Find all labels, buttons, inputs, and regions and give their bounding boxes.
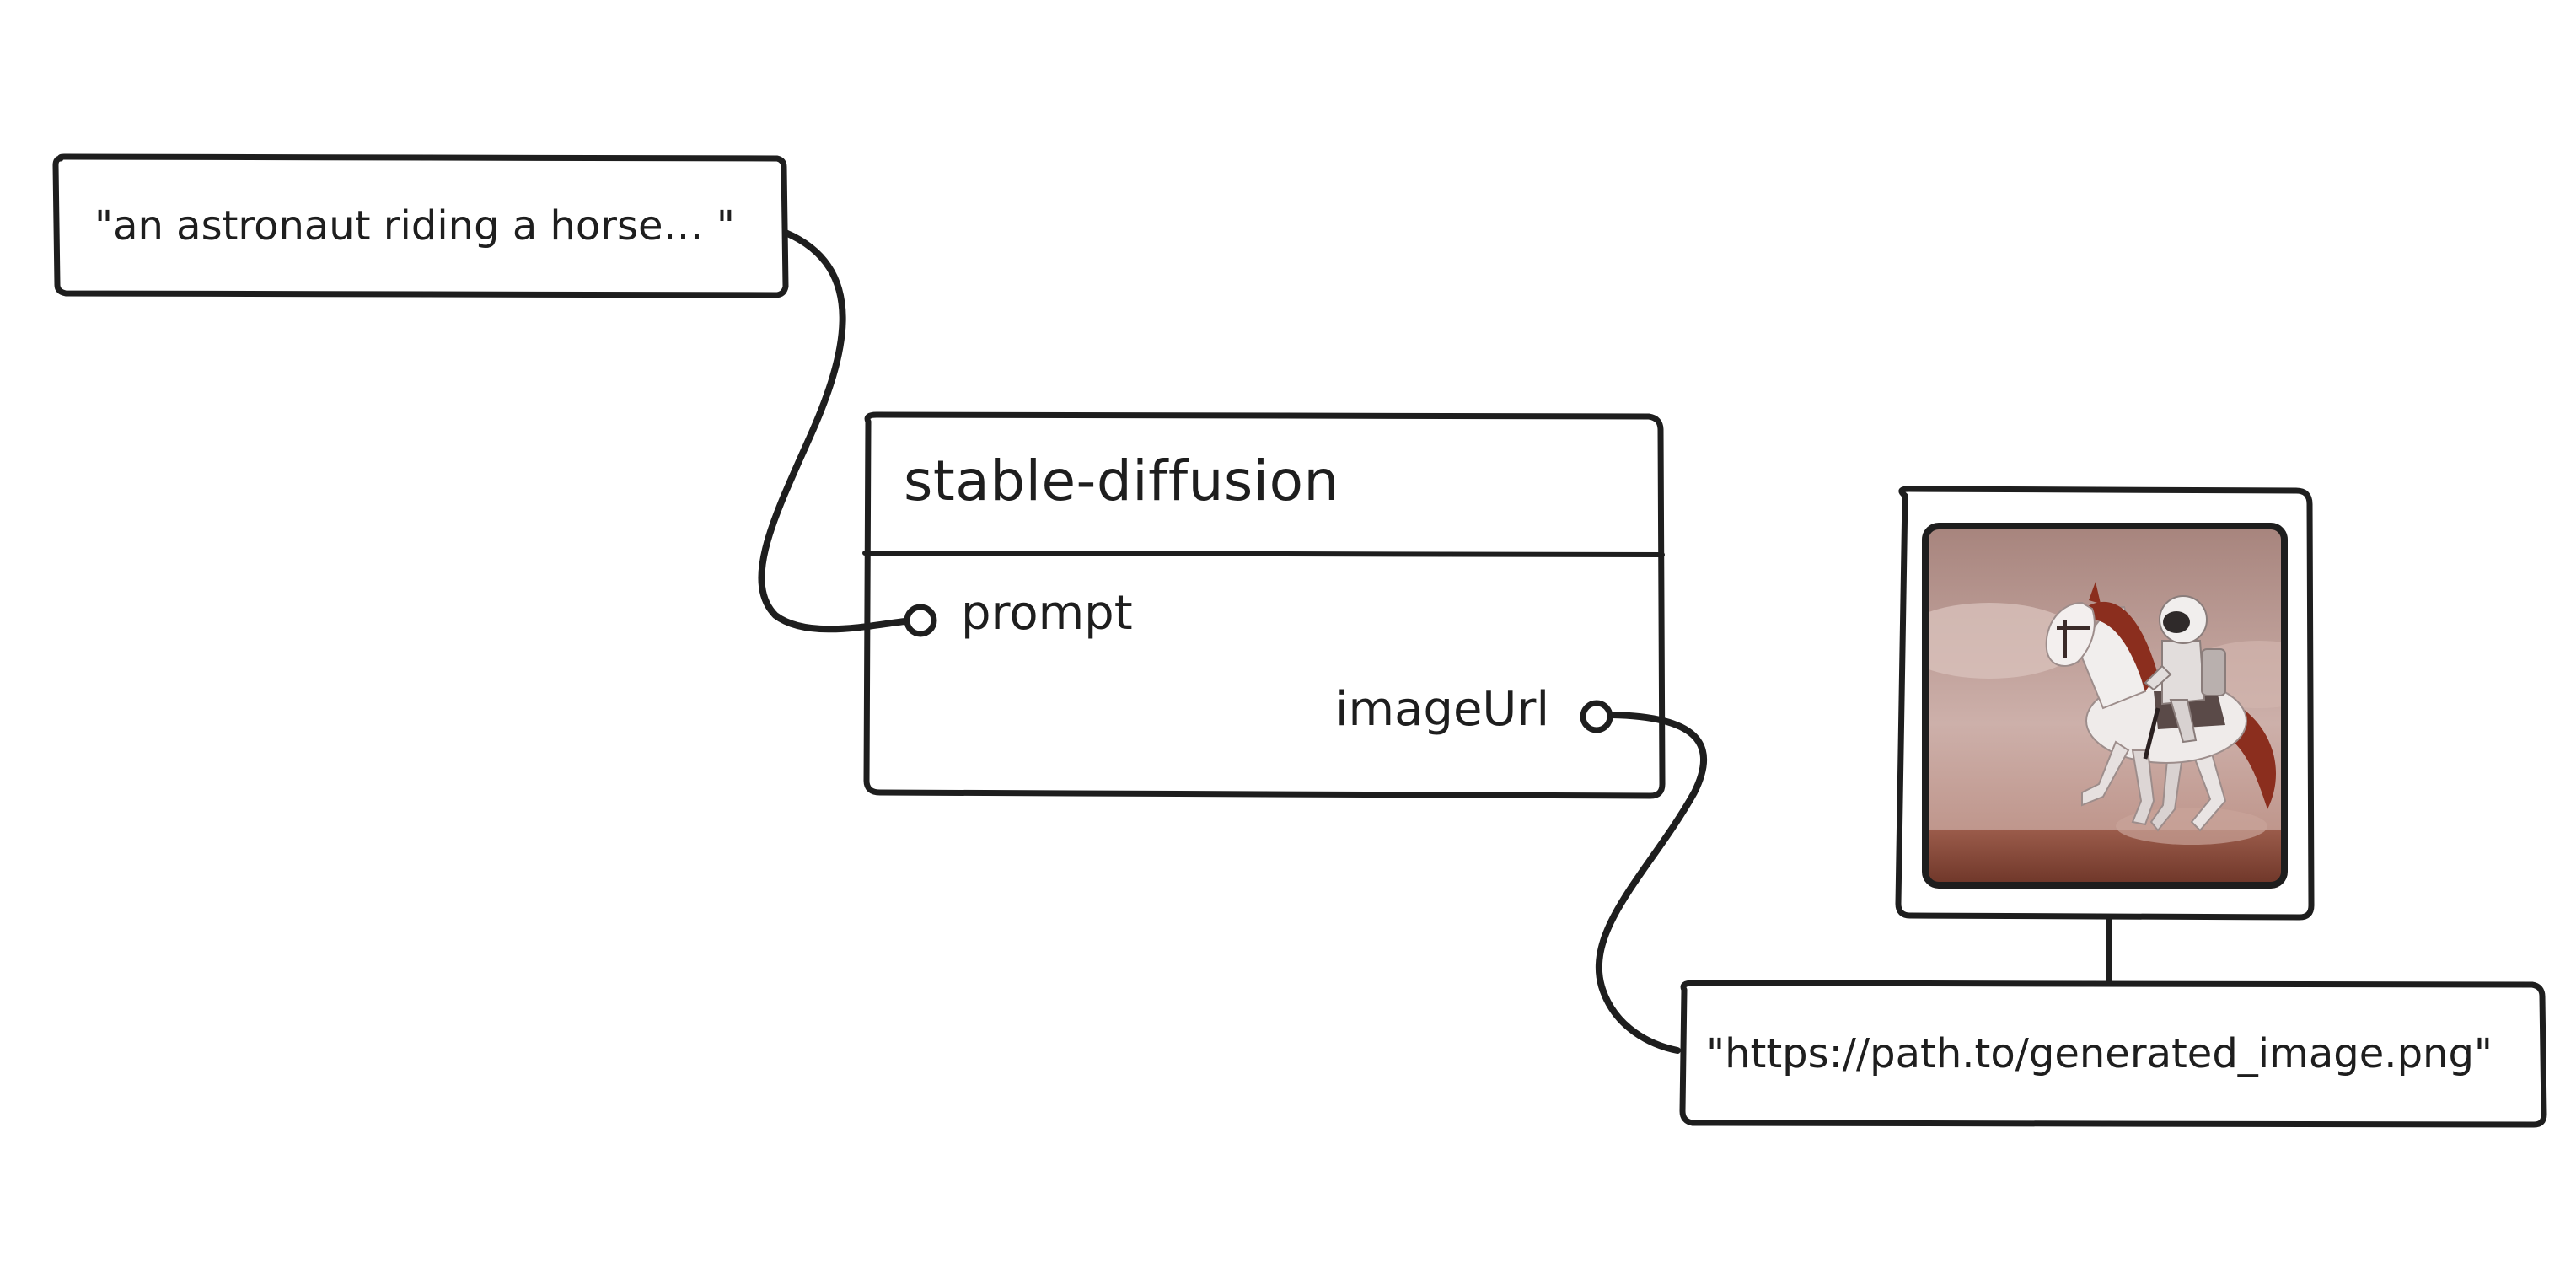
output-value-node[interactable] <box>1679 980 2547 1128</box>
output-value-text: "https://path.to/generated_image.png" <box>1706 1030 2493 1077</box>
imageurl-output-label: imageUrl <box>1335 682 1549 737</box>
wire-imageurl-to-output <box>1595 712 1708 1054</box>
prompt-input-label: prompt <box>961 586 1133 641</box>
node-header-divider <box>862 551 1665 557</box>
imageurl-output-port[interactable] <box>1580 700 1613 733</box>
generated-image <box>1925 526 2284 885</box>
stable-diffusion-title: stable-diffusion <box>904 449 1339 513</box>
prompt-input-port[interactable] <box>904 604 937 637</box>
astronaut-illustration <box>2144 595 2226 744</box>
horse-illustration <box>2045 582 2276 832</box>
stable-diffusion-node[interactable] <box>862 411 1666 799</box>
generated-image-border <box>1922 523 2288 889</box>
prompt-value-node[interactable] <box>52 153 789 298</box>
wire-prompt-to-input <box>758 229 909 633</box>
prompt-value-text: "an astronaut riding a horse… " <box>94 202 735 250</box>
